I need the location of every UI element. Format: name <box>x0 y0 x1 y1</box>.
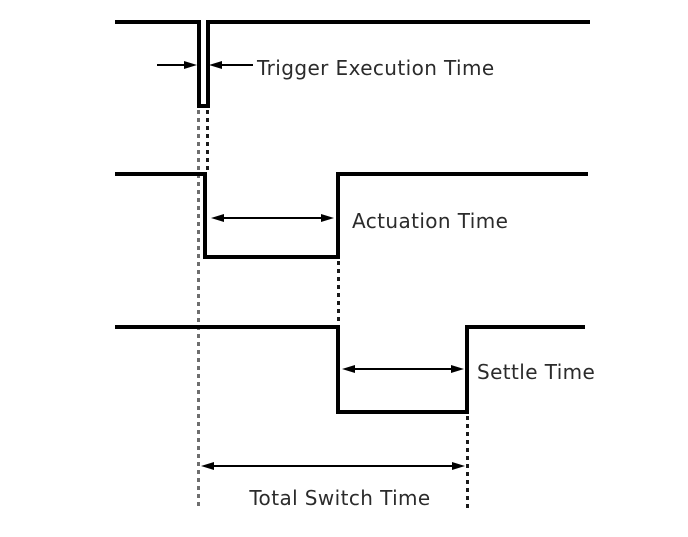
trigger-high-line-left <box>115 20 199 24</box>
trigger-pulse-bottom <box>197 104 210 108</box>
total-arrow-left-head <box>201 462 214 470</box>
trigger-pulse-rising-edge <box>206 20 210 108</box>
settle-low-line <box>336 410 469 414</box>
actuation-falling-edge <box>203 172 207 259</box>
actuation-rising-edge <box>336 172 340 259</box>
settle-arrow-left-head <box>342 365 355 373</box>
settle-arrow-right-head <box>451 365 464 373</box>
trigger-high-line-right <box>209 20 590 24</box>
settle-falling-edge <box>336 325 340 414</box>
trigger-arrow-right-shaft <box>220 64 253 66</box>
actuation-arrow-shaft <box>222 217 323 219</box>
actuation-arrow-right-head <box>321 214 334 222</box>
settle-high-line-right <box>465 325 585 329</box>
guide-line-actuation-end <box>337 261 340 325</box>
trigger-arrow-left-shaft <box>157 64 186 66</box>
settle-label: Settle Time <box>477 360 596 384</box>
total-label: Total Switch Time <box>249 486 431 510</box>
guide-line-trigger-end <box>206 110 209 172</box>
trigger-arrow-left-head <box>184 61 197 69</box>
actuation-low-line <box>203 255 340 259</box>
total-arrow-shaft <box>212 465 454 467</box>
actuation-high-line-right <box>336 172 588 176</box>
guide-line-trigger-start <box>197 110 200 508</box>
settle-rising-edge <box>465 325 469 414</box>
settle-high-line-left <box>115 325 340 329</box>
trigger-arrow-right-head <box>209 61 222 69</box>
total-arrow-right-head <box>452 462 465 470</box>
actuation-arrow-left-head <box>211 214 224 222</box>
trigger-label: Trigger Execution Time <box>257 56 495 80</box>
trigger-pulse-falling-edge <box>197 20 201 108</box>
settle-arrow-shaft <box>353 368 453 370</box>
actuation-label: Actuation Time <box>352 209 509 233</box>
actuation-high-line-left <box>115 172 207 176</box>
guide-line-settle-end <box>466 416 469 508</box>
